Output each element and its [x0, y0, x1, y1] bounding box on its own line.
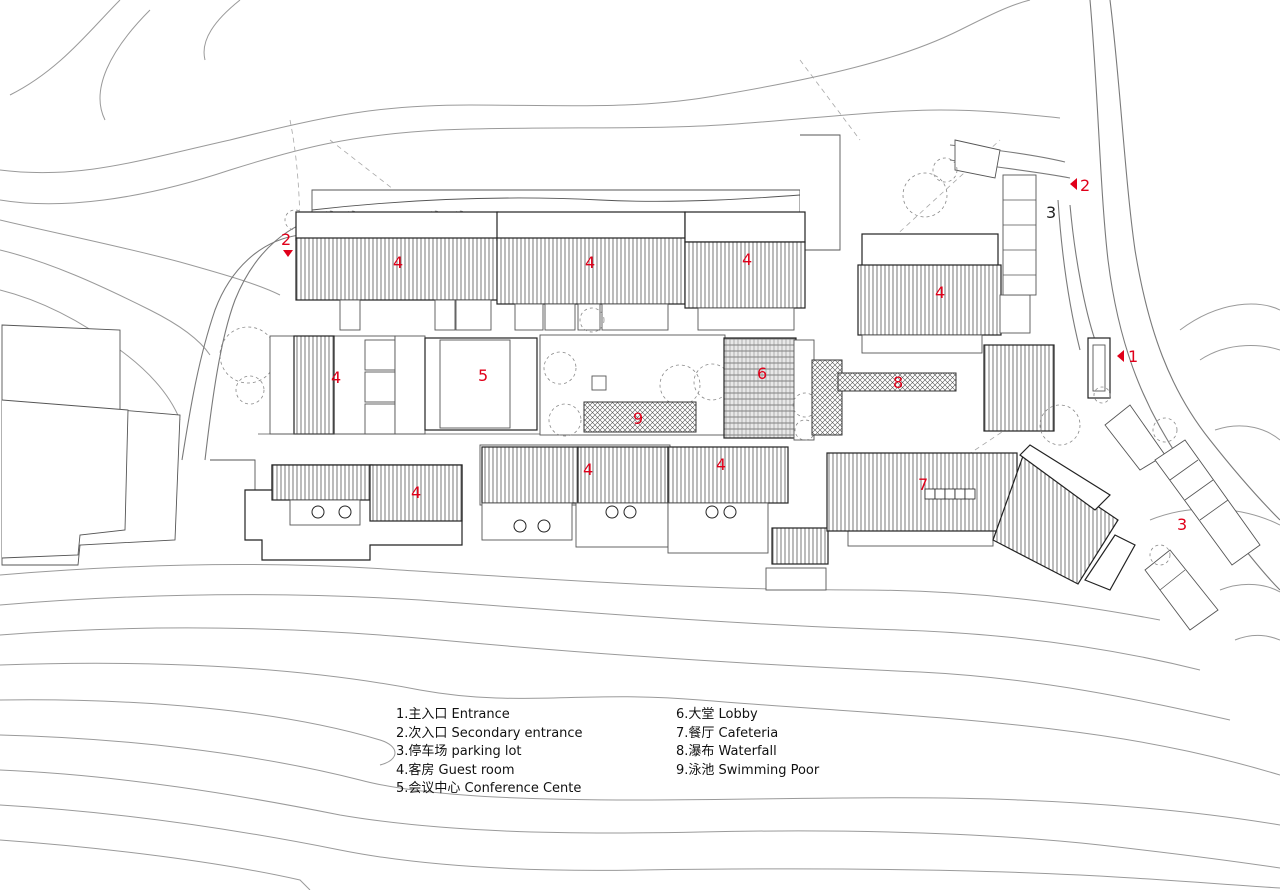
callout-guest-room-n2: 4 — [585, 253, 595, 272]
parking-north — [1002, 174, 1037, 296]
legend-column-left: 1.主入口 Entrance 2.次入口 Secondary entrance … — [396, 706, 583, 799]
legend-item-secondary-entrance: 2.次入口 Secondary entrance — [396, 725, 583, 741]
secondary-entrance-east-arrow-icon — [1070, 178, 1077, 190]
entrance-arrow-icon — [1117, 350, 1124, 362]
guest-room-block-north-1 — [295, 211, 499, 331]
legend-column-right: 6.大堂 Lobby 7.餐厅 Cafeteria 8.瀑布 Waterfall… — [676, 706, 819, 780]
callout-secondary-entrance-west: 2 — [281, 230, 291, 249]
callout-lobby: 6 — [757, 364, 767, 383]
callout-guest-room-n3: 4 — [742, 250, 752, 269]
guest-room-block-north-2 — [496, 211, 686, 331]
callout-guest-room-sb: 4 — [583, 460, 593, 479]
callout-guest-room-w: 4 — [331, 368, 341, 387]
legend-item-entrance: 1.主入口 Entrance — [396, 707, 510, 722]
east-pavilion — [983, 344, 1081, 446]
legend-item-swimming-pool: 9.泳池 Swimming Poor — [676, 762, 820, 778]
waterfall — [811, 359, 957, 436]
lobby — [723, 337, 818, 441]
callout-parking-east: 3 — [1177, 515, 1187, 534]
callout-guest-room-n1: 4 — [393, 253, 403, 272]
guest-room-block-south-b — [479, 444, 671, 548]
callout-waterfall: 8 — [893, 373, 903, 392]
legend: 1.主入口 Entrance 2.次入口 Secondary entrance … — [396, 706, 866, 806]
guest-room-block-west — [269, 335, 396, 435]
legend-item-guest-room: 4.客房 Guest room — [396, 762, 515, 778]
cafeteria — [826, 444, 1136, 591]
callout-parking-north: 3 — [1046, 203, 1056, 222]
guest-room-block-south-c — [667, 446, 829, 591]
guest-room-block-north-3 — [684, 211, 806, 331]
legend-item-waterfall: 8.瀑布 Waterfall — [676, 744, 777, 759]
callout-conference: 5 — [478, 366, 488, 385]
callout-entrance: 1 — [1128, 347, 1138, 366]
callout-guest-room-sa: 4 — [411, 483, 421, 502]
entrance-gate — [1087, 337, 1111, 404]
callout-cafeteria: 7 — [918, 475, 928, 494]
callout-pool: 9 — [633, 409, 643, 428]
callouts: 1 2 2 3 3 4 4 4 4 4 4 4 4 5 6 7 8 9 — [281, 176, 1187, 534]
callout-guest-room-ne: 4 — [935, 283, 945, 302]
guest-room-block-south-a — [244, 464, 463, 561]
guest-room-block-northeast — [857, 233, 1031, 354]
swimming-pool — [583, 401, 697, 433]
callout-secondary-entrance-east: 2 — [1080, 176, 1090, 195]
legend-item-parking-lot: 3.停车场 parking lot — [396, 744, 522, 759]
legend-item-cafeteria: 7.餐厅 Cafeteria — [676, 725, 779, 741]
west-structures — [1, 324, 277, 566]
parking-east — [1104, 404, 1261, 631]
conference-center — [258, 335, 540, 435]
secondary-entrance-west-arrow-icon — [283, 250, 293, 257]
cafeteria-tables — [924, 488, 976, 500]
legend-item-lobby: 6.大堂 Lobby — [676, 707, 758, 722]
legend-item-conference: 5.会议中心 Conference Cente — [396, 781, 582, 796]
callout-guest-room-sc: 4 — [716, 455, 726, 474]
